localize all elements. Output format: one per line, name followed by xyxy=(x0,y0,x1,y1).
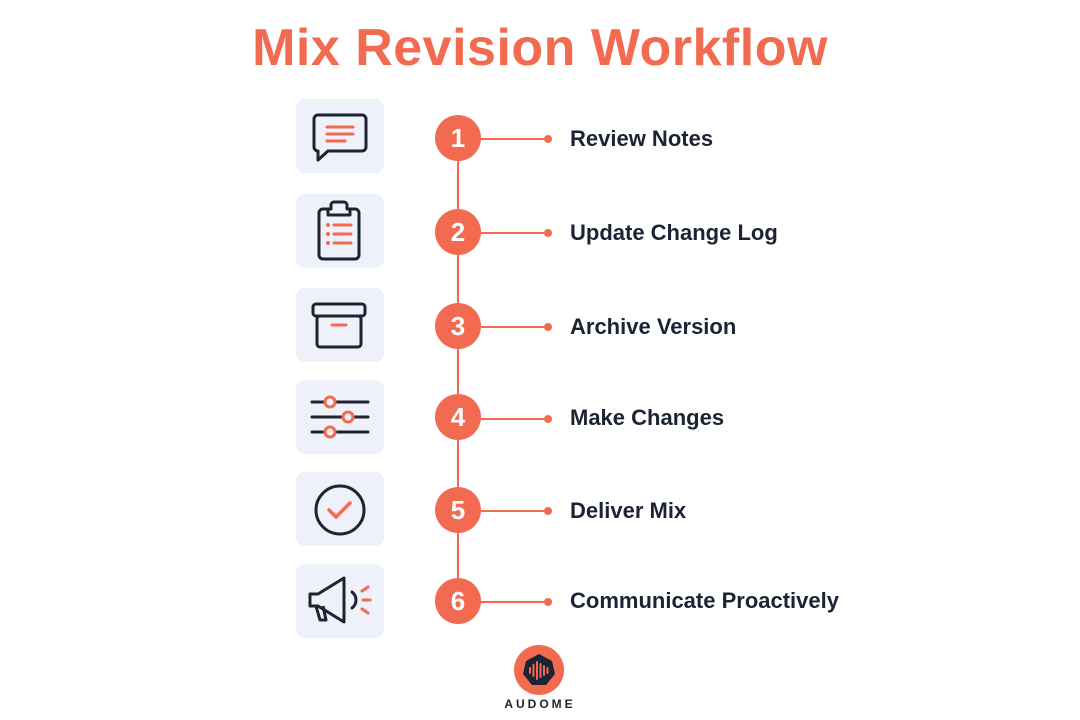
page-title: Mix Revision Workflow xyxy=(252,19,828,77)
step-connector xyxy=(481,232,548,234)
step-label: Update Change Log xyxy=(570,220,778,245)
step-number-badge: 3 xyxy=(435,303,481,349)
step-number-badge: 6 xyxy=(435,578,481,624)
step-connector xyxy=(481,510,548,512)
archive-box-icon xyxy=(311,302,367,349)
check-circle-icon xyxy=(314,484,366,536)
logo xyxy=(514,645,564,695)
step-connector xyxy=(481,601,548,603)
chat-bubble-icon xyxy=(312,113,368,162)
step-connector xyxy=(481,138,548,140)
step-label: Make Changes xyxy=(570,405,725,430)
step-connector xyxy=(481,418,548,420)
step-label: Archive Version xyxy=(570,314,737,339)
step-label: Communicate Proactively xyxy=(570,588,839,613)
step-number-badge: 4 xyxy=(435,394,481,440)
step-1-icon-box xyxy=(296,99,384,173)
connector-dot xyxy=(544,598,552,606)
step-number-badge: 1 xyxy=(435,115,481,161)
megaphone-icon xyxy=(308,576,372,624)
step-4-icon-box xyxy=(296,380,384,454)
step-5-icon-box xyxy=(296,472,384,546)
sliders-icon xyxy=(310,395,370,439)
connector-dot xyxy=(544,229,552,237)
timeline-rail xyxy=(457,140,459,600)
sound-wave-icon xyxy=(523,654,555,685)
brand-name: AUDOME xyxy=(504,697,576,711)
connector-dot xyxy=(544,135,552,143)
step-number-badge: 5 xyxy=(435,487,481,533)
step-2-icon-box xyxy=(296,194,384,268)
step-number-badge: 2 xyxy=(435,209,481,255)
step-connector xyxy=(481,326,548,328)
connector-dot xyxy=(544,507,552,515)
connector-dot xyxy=(544,323,552,331)
step-label: Review Notes xyxy=(570,126,714,151)
step-3-icon-box xyxy=(296,288,384,362)
step-6-icon-box xyxy=(296,564,384,638)
clipboard-list-icon xyxy=(317,200,361,261)
step-label: Deliver Mix xyxy=(570,498,687,523)
connector-dot xyxy=(544,415,552,423)
